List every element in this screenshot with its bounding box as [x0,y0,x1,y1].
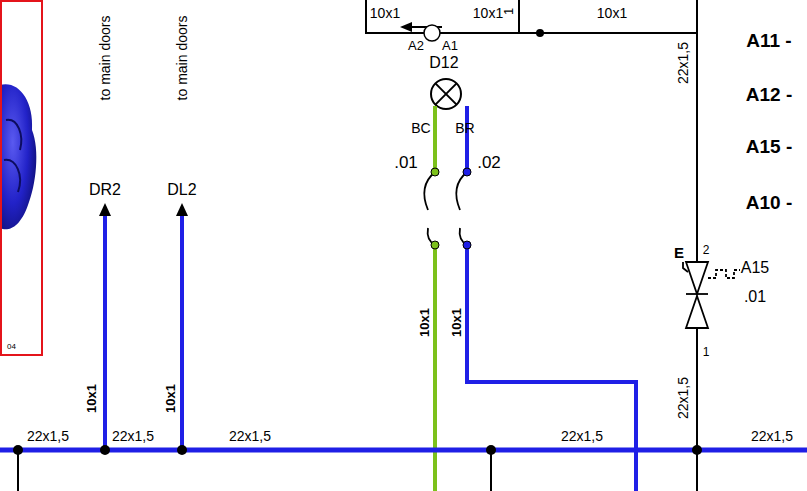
blue-wire [105,214,182,450]
wire-label: 10x1 [163,384,176,413]
pin-number: 1 [502,7,515,14]
wire-label: 10x1 [473,6,503,20]
pin-number: 2 [703,244,710,256]
pin-number: 1 [703,346,710,358]
reference-key: A10 - [746,193,792,212]
connector-pin [431,168,471,249]
wire-label: 10x1 [417,308,430,337]
feeder-arrow [176,203,188,216]
figure-number: 04 [7,343,16,351]
direction-arrow [400,22,412,32]
component-label: .02 [477,154,501,171]
component-label: .01 [394,154,418,171]
wire-label: 22x1,5 [676,42,690,84]
relay-coil [424,25,440,41]
part-illustration-detail [4,120,21,192]
green-wire [433,106,437,491]
bus-wire [0,448,807,453]
feeder-arrow [99,203,111,216]
wire-label: 22x1,5 [676,377,690,419]
reference-key: A15 - [746,137,792,156]
wire-label: 10x1 [370,6,400,20]
wire-label: 22x1,5 [561,429,603,443]
wire-label: 22x1,5 [229,429,271,443]
component-label: A1 [442,39,458,52]
wire-label: 22x1,5 [112,429,154,443]
part-illustration [0,84,36,229]
blue-wire [467,106,636,491]
figure-frame: 04 [0,0,43,356]
plug-connector [424,172,467,245]
reference-key: A12 - [746,85,792,104]
destination-note: to main doors [98,16,112,101]
component-label: BR [455,121,474,135]
lamp-symbol [431,79,461,109]
component-label: A2 [408,39,424,52]
wire-label: 22x1,5 [751,429,793,443]
component-label: A15 [741,260,769,276]
component-label: DL2 [167,182,196,198]
wire-label: 10x1 [84,384,97,413]
component-label: E [674,245,684,260]
destination-note: to main doors [175,16,189,101]
black-wire [18,0,697,491]
reference-key: A11 - [746,31,791,50]
wire-label: 10x1 [597,6,627,20]
wire-label: 10x1 [449,308,462,337]
component-label: BC [411,121,430,135]
component-label: DR2 [89,182,121,198]
junction-dot [13,445,702,455]
switch-symbol [683,262,740,328]
component-label: D12 [429,55,458,71]
wire-label: 22x1,5 [27,429,69,443]
junction-dot [536,29,544,37]
component-label: .01 [744,289,766,305]
